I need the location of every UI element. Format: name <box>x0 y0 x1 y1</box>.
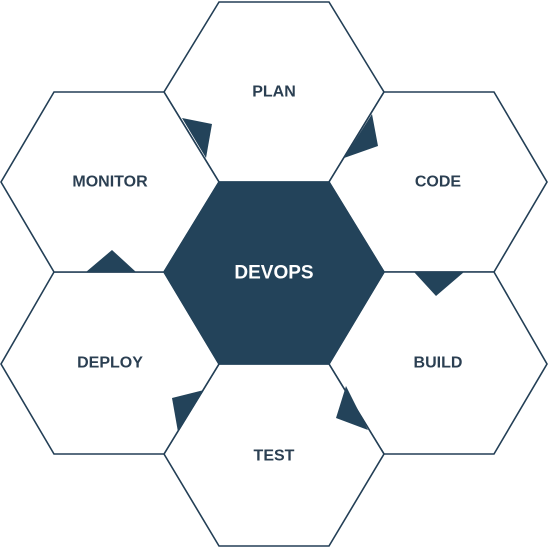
stage-monitor: MONITOR <box>0 91 220 273</box>
stage-label-monitor: MONITOR <box>72 174 148 191</box>
flow-arrow-plan-to-code <box>344 114 378 158</box>
stage-label-code: CODE <box>415 174 462 191</box>
flow-arrow-deploy-to-monitor <box>86 250 136 272</box>
flow-arrow-test-to-deploy <box>172 390 204 432</box>
core-devops: DEVOPS <box>163 181 385 365</box>
core-label: DEVOPS <box>234 263 313 284</box>
flow-arrow-code-to-build <box>414 272 464 296</box>
hex-devops <box>163 181 385 365</box>
stage-label-test: TEST <box>254 448 295 465</box>
flow-arrow-monitor-to-plan <box>182 118 212 158</box>
stage-label-plan: PLAN <box>252 84 296 101</box>
flow-arrow-build-to-test <box>336 386 368 430</box>
stage-deploy: DEPLOY <box>0 271 220 455</box>
stage-label-deploy: DEPLOY <box>77 355 143 372</box>
stage-label-build: BUILD <box>414 355 463 372</box>
